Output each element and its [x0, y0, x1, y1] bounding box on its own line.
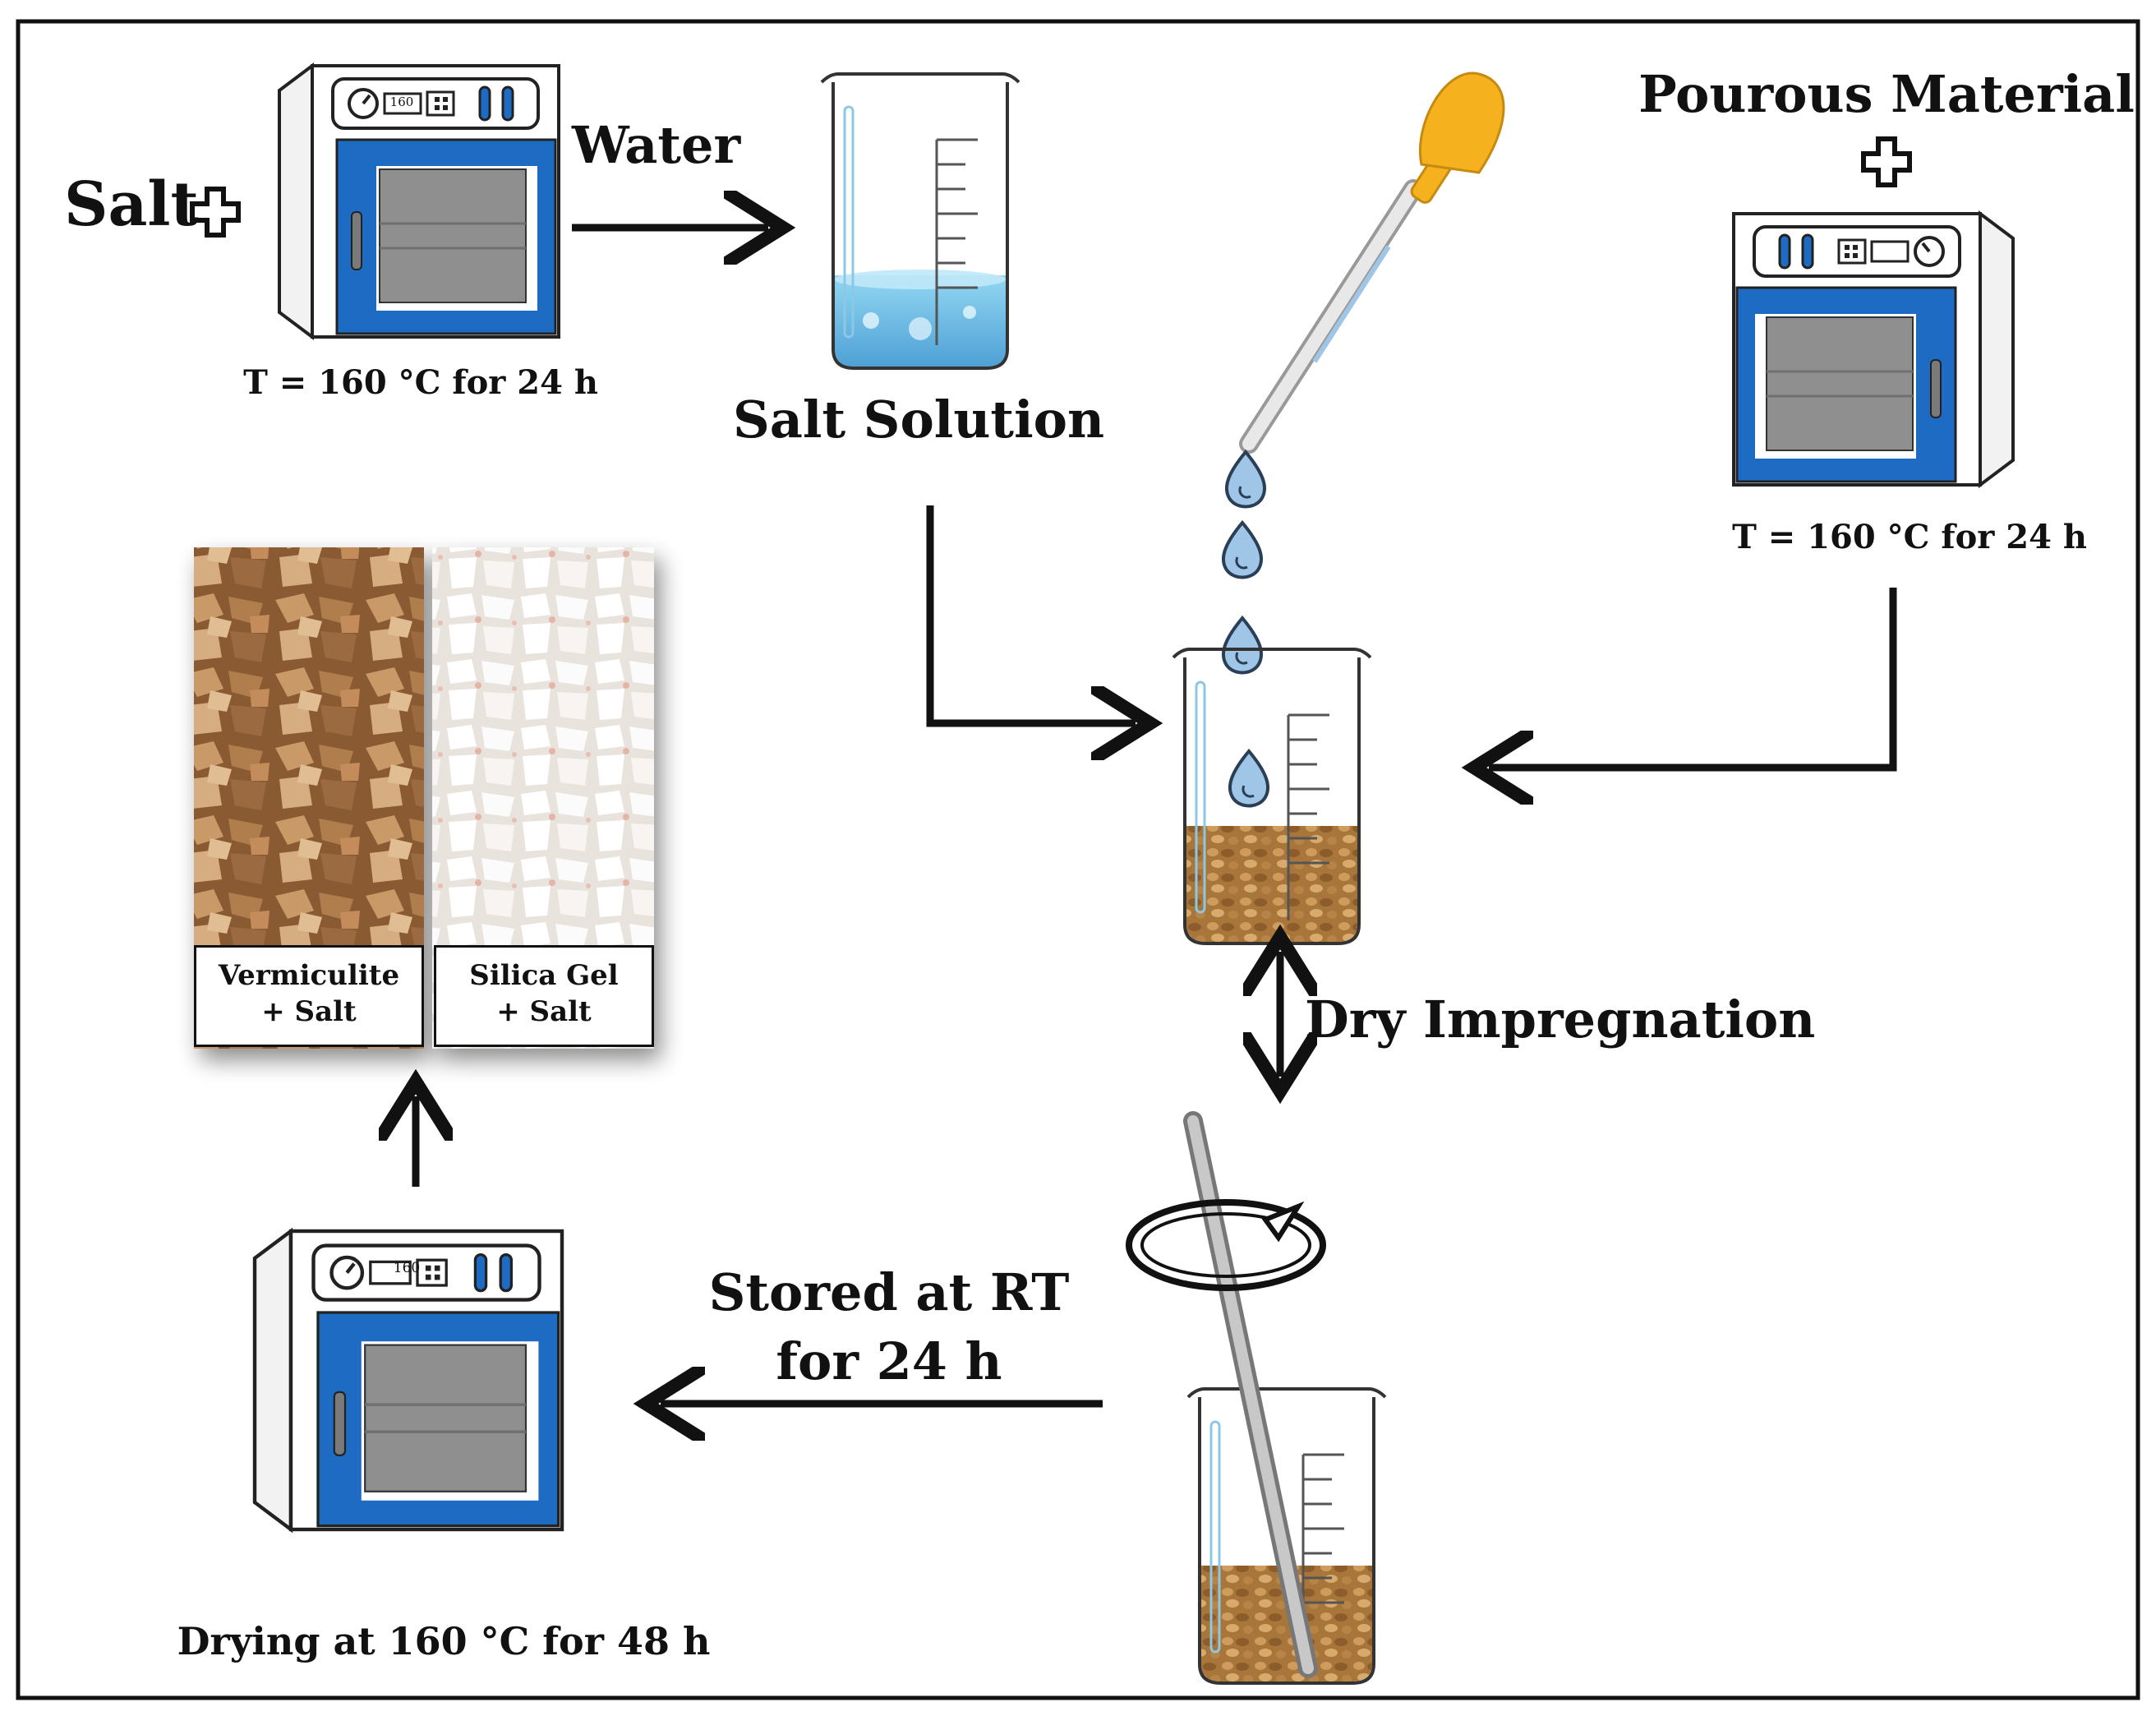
stored-label-line2: for 24 h [776, 1331, 1002, 1391]
sample-caption: Vermiculite + Salt [194, 945, 424, 1047]
water-label: Water [572, 115, 741, 175]
oven-display: 160 [394, 1260, 420, 1276]
salt-label: Salt [64, 169, 199, 240]
dropper-icon [1239, 72, 1505, 454]
sample-caption-line2: + Salt [261, 995, 357, 1028]
rotation-arrow-icon [1126, 1199, 1326, 1291]
plus-icon [1861, 136, 1912, 187]
arrow-icon [1489, 588, 1897, 768]
porous-material-label: Pourous Material [1638, 64, 2135, 124]
stored-label-line1: Stored at RT [708, 1262, 1070, 1322]
drying-label: Drying at 160 °C for 48 h [177, 1619, 711, 1663]
arrow-icon [926, 505, 1136, 723]
plus-icon [190, 187, 241, 238]
oven-icon [1732, 212, 2015, 487]
sample-caption-line2: + Salt [496, 995, 592, 1028]
oven-display: 160 [390, 95, 414, 109]
sample-caption-line1: Silica Gel [469, 959, 619, 992]
beaker-icon [820, 72, 1020, 370]
sample-caption-line1: Vermiculite [218, 959, 400, 992]
beaker-icon [1186, 1387, 1387, 1685]
oven1-temp-label: T = 160 °C for 24 h [243, 363, 598, 402]
salt-solution-label: Salt Solution [732, 390, 1105, 450]
sample-caption: Silica Gel + Salt [434, 945, 654, 1047]
oven-icon [278, 64, 560, 339]
oven2-temp-label: T = 160 °C for 24 h [1732, 518, 2087, 556]
beaker-icon [1172, 648, 1372, 945]
dry-impregnation-label: Dry Impregnation [1305, 989, 1816, 1049]
